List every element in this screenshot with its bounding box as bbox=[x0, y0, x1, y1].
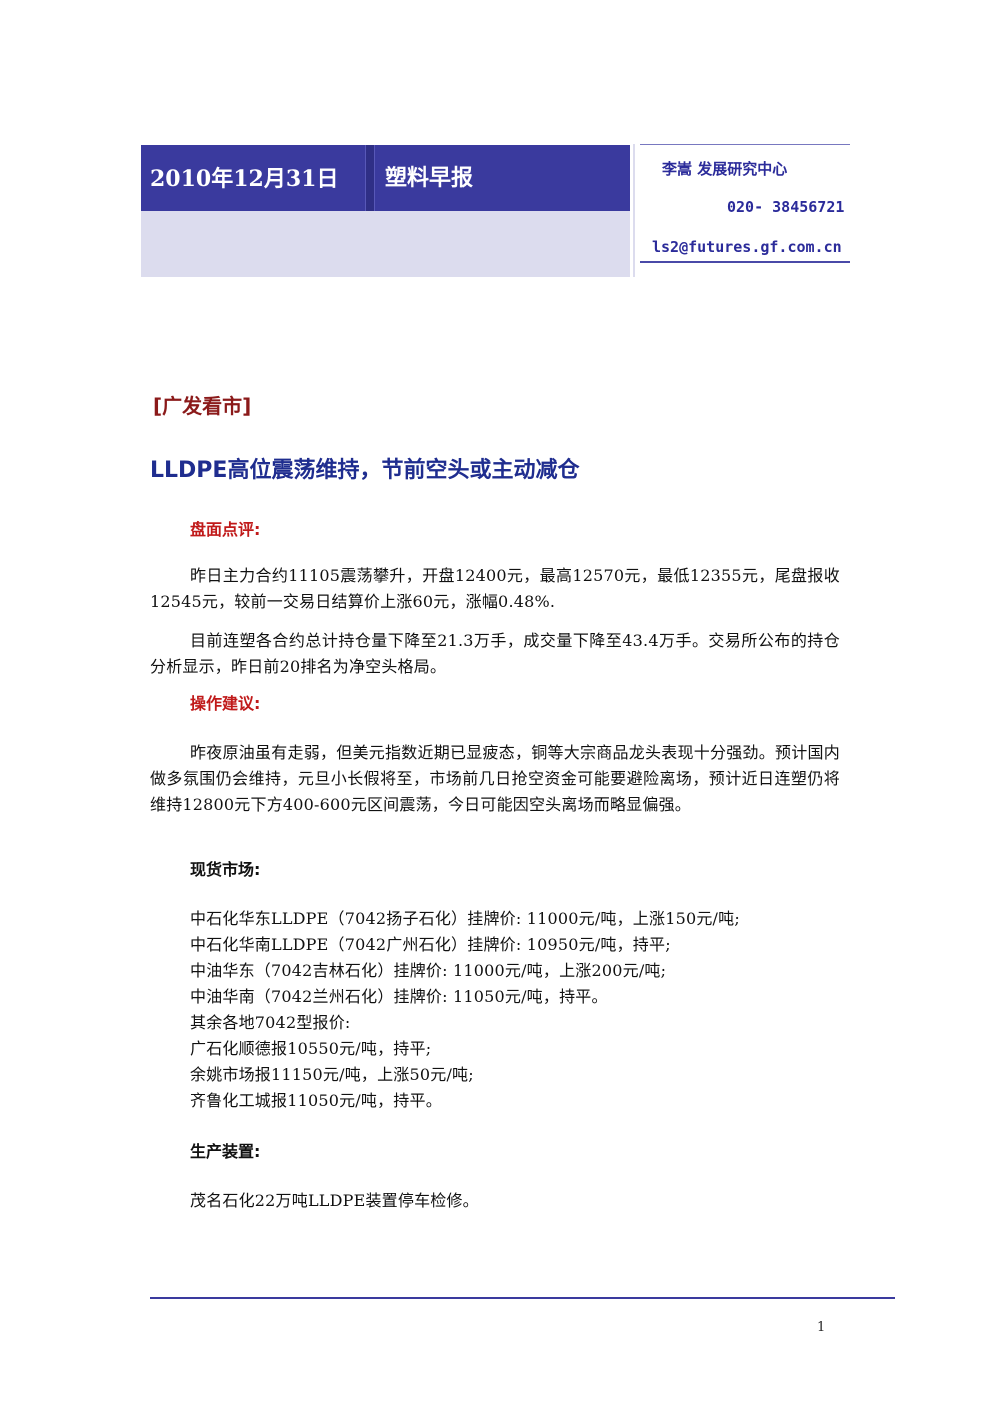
report-title: 塑料早报 bbox=[385, 166, 474, 191]
spot-line: 中石化华南LLDPE（7042广州石化）挂牌价: 10950元/吨，持平; bbox=[190, 935, 671, 954]
header-banner-lower bbox=[141, 211, 630, 277]
header-banner bbox=[141, 145, 630, 211]
analyst-email[interactable]: ls2@futures.gf.com.cn bbox=[652, 238, 842, 256]
spot-line: 余姚市场报11150元/吨，上涨50元/吨; bbox=[190, 1065, 474, 1084]
analyst-phone: 020- 38456721 bbox=[727, 198, 845, 216]
spot-line: 广石化顺德报10550元/吨，持平; bbox=[190, 1039, 432, 1058]
spot-line: 中油华东（7042吉林石化）挂牌价: 11000元/吨，上涨200元/吨; bbox=[190, 961, 667, 980]
market-review-paragraph-1: 昨日主力合约11105震荡攀升，开盘12400元，最高12570元，最低1235… bbox=[150, 566, 840, 611]
advice-paragraph: 昨夜原油虽有走弱，但美元指数近期已显疲态，铜等大宗商品龙头表现十分强劲。预计国内… bbox=[150, 743, 840, 814]
market-review-label: 盘面点评: bbox=[190, 520, 261, 539]
spot-line: 其余各地7042型报价: bbox=[190, 1013, 351, 1032]
spot-line: 齐鲁化工城报11050元/吨，持平。 bbox=[190, 1091, 442, 1110]
section-heading: [广发看市] bbox=[153, 394, 252, 418]
analyst-name: 李嵩 发展研究中心 bbox=[662, 160, 788, 178]
market-review-paragraph-2: 目前连塑各合约总计持仓量下降至21.3万手，成交量下降至43.4万手。交易所公布… bbox=[150, 631, 840, 676]
report-date: 2010年12月31日 bbox=[150, 166, 339, 192]
spot-market-label: 现货市场: bbox=[190, 860, 261, 879]
spot-line: 中油华南（7042兰州石化）挂牌价: 11050元/吨，持平。 bbox=[190, 987, 608, 1006]
production-line: 茂名石化22万吨LLDPE装置停车检修。 bbox=[190, 1191, 479, 1210]
footer-rule bbox=[150, 1297, 895, 1299]
page-number: 1 bbox=[817, 1320, 826, 1335]
article-title: LLDPE高位震荡维持，节前空头或主动减仓 bbox=[150, 458, 580, 483]
contact-left-rule bbox=[633, 144, 635, 277]
advice-label: 操作建议: bbox=[190, 694, 261, 713]
contact-top-rule bbox=[640, 144, 850, 145]
production-label: 生产装置: bbox=[190, 1142, 261, 1161]
spot-line: 中石化华东LLDPE（7042扬子石化）挂牌价: 11000元/吨，上涨150元… bbox=[190, 909, 740, 928]
header-divider bbox=[365, 145, 375, 211]
contact-bottom-rule bbox=[640, 261, 850, 263]
